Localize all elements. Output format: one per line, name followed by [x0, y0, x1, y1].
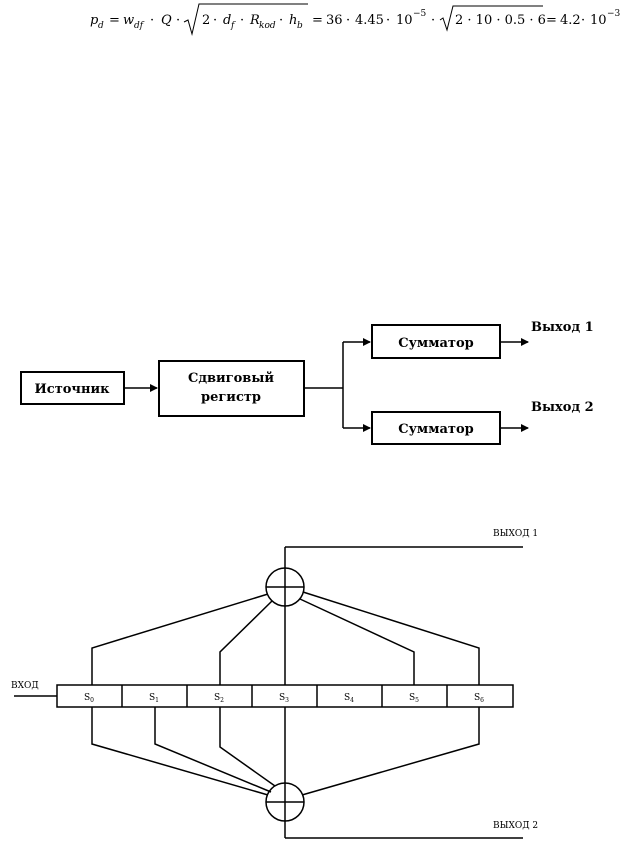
formula-R-sub: kod: [259, 21, 276, 31]
formula-dot9: ·: [581, 13, 585, 28]
formula-exp3: −3: [607, 9, 621, 19]
tap-bottom-s1: [154, 707, 272, 793]
encoder-input-label: ВХОД: [11, 681, 39, 691]
formula: p d = w df · Q · 2 · d f · R kod · h b =…: [90, 3, 621, 36]
formula-eq1: =: [109, 13, 120, 28]
formula-Q: Q: [161, 13, 172, 28]
formula-d-sub: f: [230, 21, 236, 31]
adder-1-label: Сумматор: [398, 336, 474, 351]
source-label: Источник: [35, 382, 111, 397]
formula-dot1: ·: [150, 13, 154, 28]
formula-h-sub: b: [297, 21, 303, 31]
formula-dot5: ·: [279, 13, 283, 28]
tap-top-s6: [302, 591, 480, 685]
formula-445: 4.45: [355, 13, 384, 28]
formula-eq2: =: [312, 13, 323, 28]
register-label-line2: регистр: [201, 390, 261, 405]
formula-w-sub: df: [134, 21, 145, 31]
formula-exp5: −5: [413, 9, 427, 19]
sqrt-sign-1: [183, 3, 308, 36]
formula-dot7: ·: [386, 13, 390, 28]
block-diagram: Источник Сдвиговый регистр Сумматор Сумм…: [20, 320, 594, 445]
formula-dot4: ·: [240, 13, 244, 28]
formula-dot3: ·: [213, 13, 217, 28]
formula-lhs-sub: d: [98, 21, 104, 31]
tap-top-s5: [299, 598, 415, 685]
formula-sqrt-2: 2: [202, 13, 210, 28]
formula-10a: 10: [396, 13, 413, 28]
formula-dot2: ·: [176, 13, 180, 28]
register-label-line1: Сдвиговый: [188, 371, 274, 386]
encoder-output-2-label: ВЫХОД 2: [493, 821, 538, 831]
encoder-output-1-label: ВЫХОД 1: [493, 529, 538, 539]
formula-dot6: ·: [346, 13, 350, 28]
adder-2-label: Сумматор: [398, 422, 474, 437]
register-cell-s3: S3: [279, 693, 289, 704]
tap-top-s2: [219, 600, 273, 685]
register-cell-s0: S0: [84, 693, 94, 704]
formula-36: 36: [326, 13, 343, 28]
formula-42: 4.2: [560, 13, 581, 28]
tap-bottom-s6: [301, 707, 480, 796]
register-cell-s2: S2: [214, 693, 224, 704]
encoder-diagram: ВЫХОД 1 ВЫХОД 2 ВХОД S0 S1 S2 S3 S4 S5 S…: [11, 529, 538, 839]
formula-lhs: p: [90, 13, 99, 28]
output-2-label: Выход 2: [531, 400, 594, 415]
register-cell-s6: S6: [474, 693, 484, 704]
register-cell-s5: S5: [409, 693, 419, 704]
register-cell-s1: S1: [149, 693, 159, 704]
tap-bottom-s0: [91, 707, 269, 796]
formula-sqrt-num: 2 · 10 · 0.5 · 6: [455, 13, 546, 28]
formula-w: w: [123, 13, 134, 28]
register-cell-s4: S4: [344, 693, 354, 704]
formula-R: R: [249, 13, 260, 28]
formula-10b: 10: [590, 13, 607, 28]
formula-dot8: ·: [431, 13, 435, 28]
formula-d: d: [223, 13, 231, 28]
output-1-label: Выход 1: [531, 320, 594, 335]
tap-bottom-s2: [219, 707, 276, 787]
sqrt-sign-2: [439, 5, 543, 32]
tap-top-s0: [91, 593, 269, 685]
formula-h: h: [289, 13, 297, 28]
shift-register-box: [158, 360, 305, 417]
formula-eq3: =: [546, 13, 557, 28]
